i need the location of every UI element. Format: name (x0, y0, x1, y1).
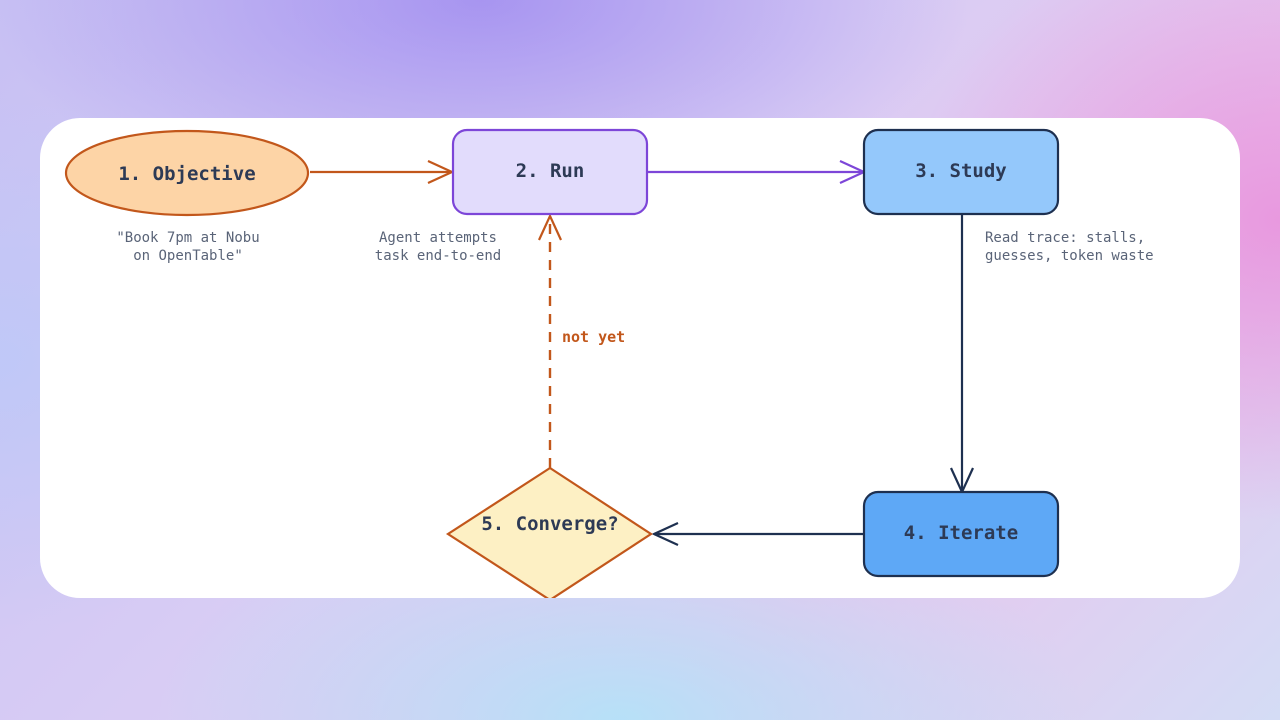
node-converge[interactable]: 5. Converge? (445, 466, 654, 598)
flow-diagram: not yet 1. Objective "Book 7pm at Nobu o… (64, 128, 1154, 598)
node-study[interactable]: 3. Study (862, 128, 1060, 216)
node-study-label: 3. Study (915, 160, 1007, 182)
caption-run-line-2: task end-to-end (375, 248, 501, 264)
edge-run-to-study (648, 160, 867, 184)
caption-run-line-1: Agent attempts (379, 230, 497, 246)
node-converge-label: 5. Converge? (481, 513, 618, 535)
edge-iterate-to-converge (651, 522, 864, 546)
edge-objective-to-run (310, 160, 455, 184)
edge-label-not-yet: not yet (562, 328, 625, 346)
caption-study-line-2: guesses, token waste (985, 248, 1154, 264)
edge-study-to-iterate (950, 215, 974, 495)
diagram-canvas: not yet 1. Objective "Book 7pm at Nobu o… (40, 118, 1240, 598)
node-run-label: 2. Run (516, 160, 585, 182)
caption-objective-line-1: "Book 7pm at Nobu (116, 230, 259, 246)
caption-study-line-1: Read trace: stalls, (985, 230, 1145, 246)
node-objective-label: 1. Objective (118, 163, 255, 185)
caption-objective-line-2: on OpenTable" (133, 248, 243, 264)
node-objective[interactable]: 1. Objective (64, 129, 310, 217)
node-iterate[interactable]: 4. Iterate (862, 490, 1060, 578)
node-run[interactable]: 2. Run (451, 128, 649, 216)
node-iterate-label: 4. Iterate (904, 522, 1018, 544)
edge-converge-to-run (538, 213, 562, 468)
